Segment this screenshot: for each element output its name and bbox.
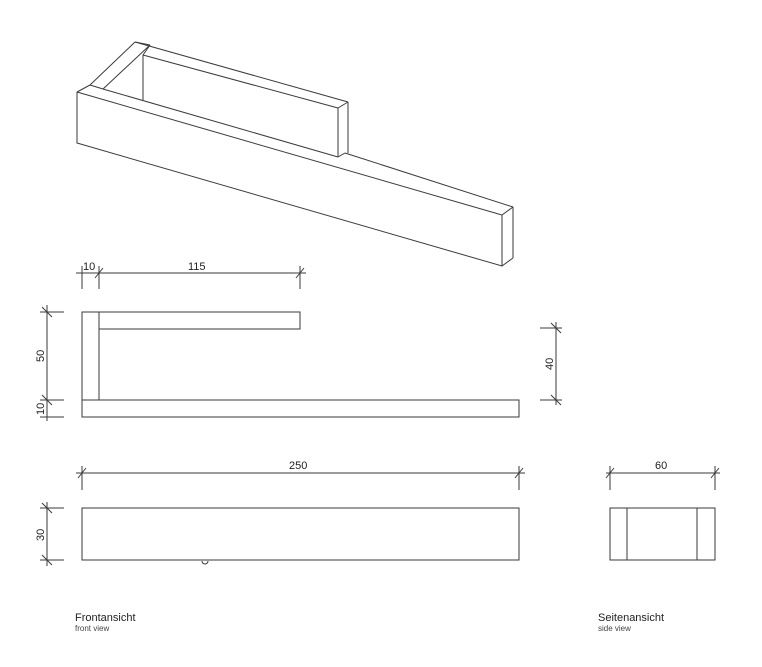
dim-30-label: 30: [35, 529, 47, 541]
side-caption-de: Seitenansicht: [598, 612, 665, 624]
dim-250-label: 250: [289, 460, 307, 472]
front-caption-de: Frontansicht: [75, 612, 136, 624]
dim-10-height-label: 10: [35, 403, 47, 415]
side-view: 60: [605, 460, 720, 561]
upright-outline: [81, 311, 100, 401]
dimension-line-60: [605, 466, 720, 490]
front-view-caption: Frontansicht front view: [75, 612, 136, 633]
base-outline: [81, 399, 520, 418]
dimension-line-30: [40, 502, 64, 566]
dim-40-label: 40: [544, 358, 556, 370]
front-outline: [81, 507, 520, 561]
front-view: 250 30: [35, 460, 525, 566]
dim-50-label: 50: [35, 350, 47, 362]
side-view-caption: Seitenansicht side view: [598, 612, 664, 633]
arm-outline: [98, 311, 301, 330]
dim-115-label: 115: [188, 261, 206, 273]
dim-10-label: 10: [83, 261, 95, 273]
dimension-line-left: [40, 305, 64, 421]
dimension-line-right: [540, 322, 562, 406]
top-view: 10 115 50 10 40: [35, 261, 562, 421]
side-caption-en: side view: [598, 624, 631, 633]
side-outline: [609, 507, 716, 561]
dimension-line-top: [76, 266, 306, 289]
dim-60-label: 60: [655, 460, 667, 472]
front-caption-en: front view: [75, 624, 110, 633]
mounting-mark: [201, 560, 209, 565]
dimension-line-250: [76, 466, 525, 490]
isometric-view: [76, 41, 514, 267]
